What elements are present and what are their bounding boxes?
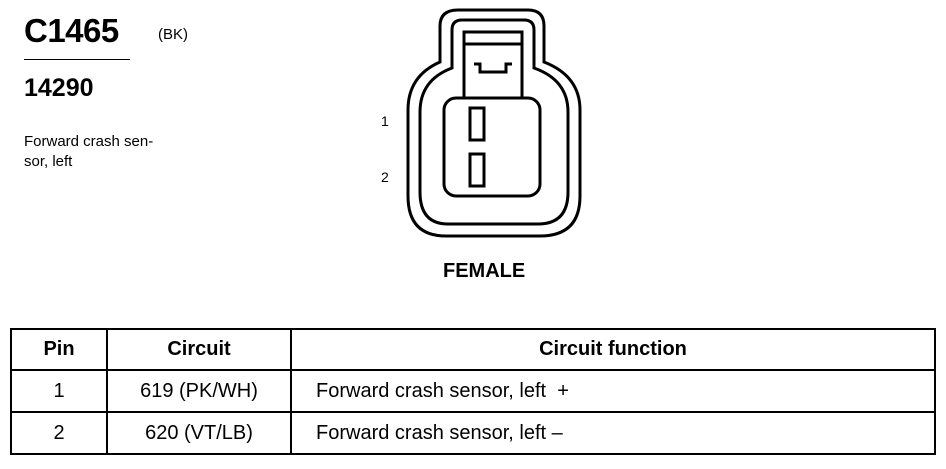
header-circuit: Circuit (106, 328, 292, 371)
header-pin: Pin (10, 328, 108, 371)
connector-face-diagram: 1 2 (381, 8, 582, 238)
cell-pin: 2 (10, 411, 108, 455)
cell-pin: 1 (10, 369, 108, 413)
locking-tab-notch (474, 62, 512, 74)
connector-gender-label: FEMALE (443, 260, 526, 282)
table-row: 2 620 (VT/LB) Forward crash sensor, left… (10, 411, 936, 455)
pin-table: Pin Circuit Circuit function 1 619 (PK/W… (10, 328, 936, 455)
pin-label-2: 2 (381, 169, 389, 185)
cell-circuit: 619 (PK/WH) (106, 369, 292, 413)
color-code: (BK) (158, 26, 188, 43)
description-line-1: Forward crash sen- (24, 133, 154, 150)
header-circuit-function: Circuit function (290, 328, 936, 371)
description-line-2: sor, left (24, 153, 73, 170)
connector-description: Forward crash sen- sor, left (24, 132, 194, 172)
terminal-block (442, 96, 542, 198)
cell-circuit-function: Forward crash sensor, left + (290, 369, 936, 413)
cell-circuit-function: Forward crash sensor, left – (290, 411, 936, 455)
terminal-pin-1 (468, 106, 486, 142)
pin-label-1: 1 (381, 113, 389, 129)
locking-tab (462, 30, 524, 100)
cell-circuit: 620 (VT/LB) (106, 411, 292, 455)
terminal-pin-2 (468, 152, 486, 188)
connector-housing-outer (406, 8, 582, 238)
connector-id: C1465 (24, 12, 119, 49)
part-number: 14290 (24, 74, 94, 102)
table-header-row: Pin Circuit Circuit function (10, 328, 936, 371)
connector-id-underline (24, 59, 130, 60)
table-row: 1 619 (PK/WH) Forward crash sensor, left… (10, 369, 936, 413)
connector-housing-inner (418, 18, 570, 226)
